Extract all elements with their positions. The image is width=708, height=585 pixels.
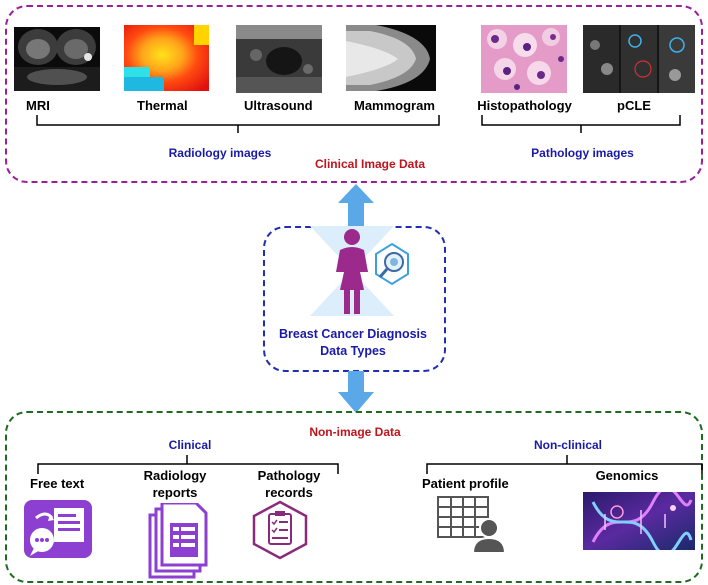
radiology-bracket xyxy=(36,115,440,133)
histopathology-image xyxy=(481,25,567,93)
pathology-bracket xyxy=(481,115,681,133)
non-image-data-title: Non-image Data xyxy=(309,425,401,439)
center-title-line2: Data Types xyxy=(320,344,386,358)
chat-document-icon xyxy=(24,500,92,558)
woman-magnifier-icon xyxy=(310,226,409,316)
table-person-icon xyxy=(437,496,507,554)
center-title-line1: Breast Cancer Diagnosis xyxy=(279,327,427,341)
free-text-label: Free text xyxy=(30,476,85,491)
histopathology-label: Histopathology xyxy=(477,98,572,113)
mri-scan-image xyxy=(14,27,100,91)
up-arrow xyxy=(338,184,374,226)
down-arrow xyxy=(338,371,374,413)
clinical-image-data-title: Clinical Image Data xyxy=(314,157,426,171)
thermal-image xyxy=(124,25,209,91)
non-clinical-bracket xyxy=(426,455,703,474)
pathology-records-label-line1: Pathology xyxy=(257,468,321,483)
genomics-label: Genomics xyxy=(595,468,659,483)
stacked-documents-icon xyxy=(148,503,208,579)
ultrasound-image xyxy=(236,25,322,93)
radiology-reports-label-line2: reports xyxy=(152,485,198,500)
pcle-image xyxy=(583,25,695,93)
pcle-label: pCLE xyxy=(617,98,651,113)
clipboard-hexagon-icon xyxy=(252,500,308,560)
clinical-group-label: Clinical xyxy=(168,438,212,452)
mammogram-image xyxy=(346,25,436,91)
thermal-label: Thermal xyxy=(137,98,188,113)
non-image-data-box xyxy=(5,411,703,583)
pathology-records-label-line2: records xyxy=(265,485,313,500)
pathology-images-label: Pathology images xyxy=(531,146,634,160)
mammogram-label: Mammogram xyxy=(354,98,435,113)
patient-profile-label: Patient profile xyxy=(422,476,509,491)
non-clinical-group-label: Non-clinical xyxy=(533,438,602,452)
radiology-reports-label-line1: Radiology xyxy=(143,468,207,483)
mri-label: MRI xyxy=(26,98,50,113)
dna-image xyxy=(583,492,695,550)
radiology-images-label: Radiology images xyxy=(168,146,272,160)
clinical-image-data-box xyxy=(5,5,703,183)
clinical-bracket xyxy=(37,455,339,474)
ultrasound-label: Ultrasound xyxy=(244,98,313,113)
